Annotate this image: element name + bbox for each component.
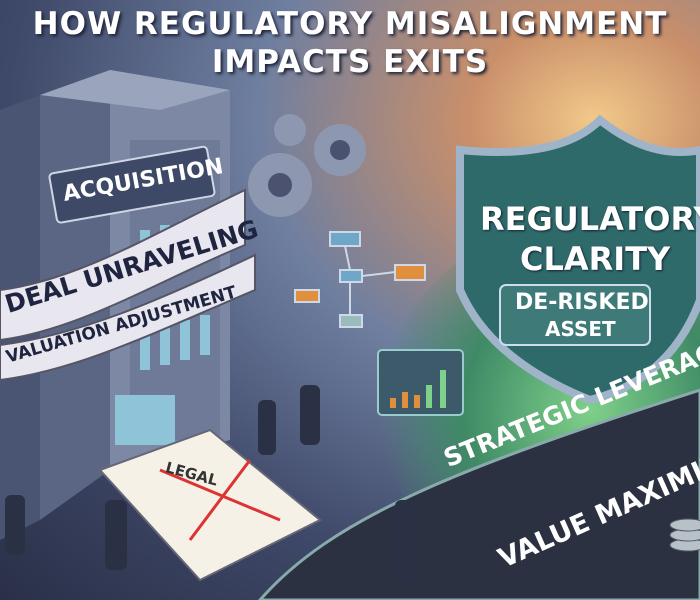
legal-document: [98, 428, 322, 582]
shield-regulatory: REGULATORY: [480, 200, 700, 238]
flowchart: [294, 231, 426, 328]
business-people: [5, 385, 417, 585]
road: [258, 388, 700, 600]
title-line-2: IMPACTS EXITS: [211, 44, 489, 80]
de-risked-label: DE-RISKED: [515, 290, 649, 315]
asset-label: ASSET: [545, 317, 616, 341]
title-line-1: HOW REGULATORY MISALIGNMENT: [32, 6, 668, 42]
shield-clarity: CLARITY: [520, 240, 671, 278]
building: [0, 70, 256, 540]
growth-chart-card: [377, 349, 464, 416]
gears: [248, 114, 366, 217]
coin-stack: [669, 518, 700, 552]
asset-badge: [499, 284, 651, 346]
